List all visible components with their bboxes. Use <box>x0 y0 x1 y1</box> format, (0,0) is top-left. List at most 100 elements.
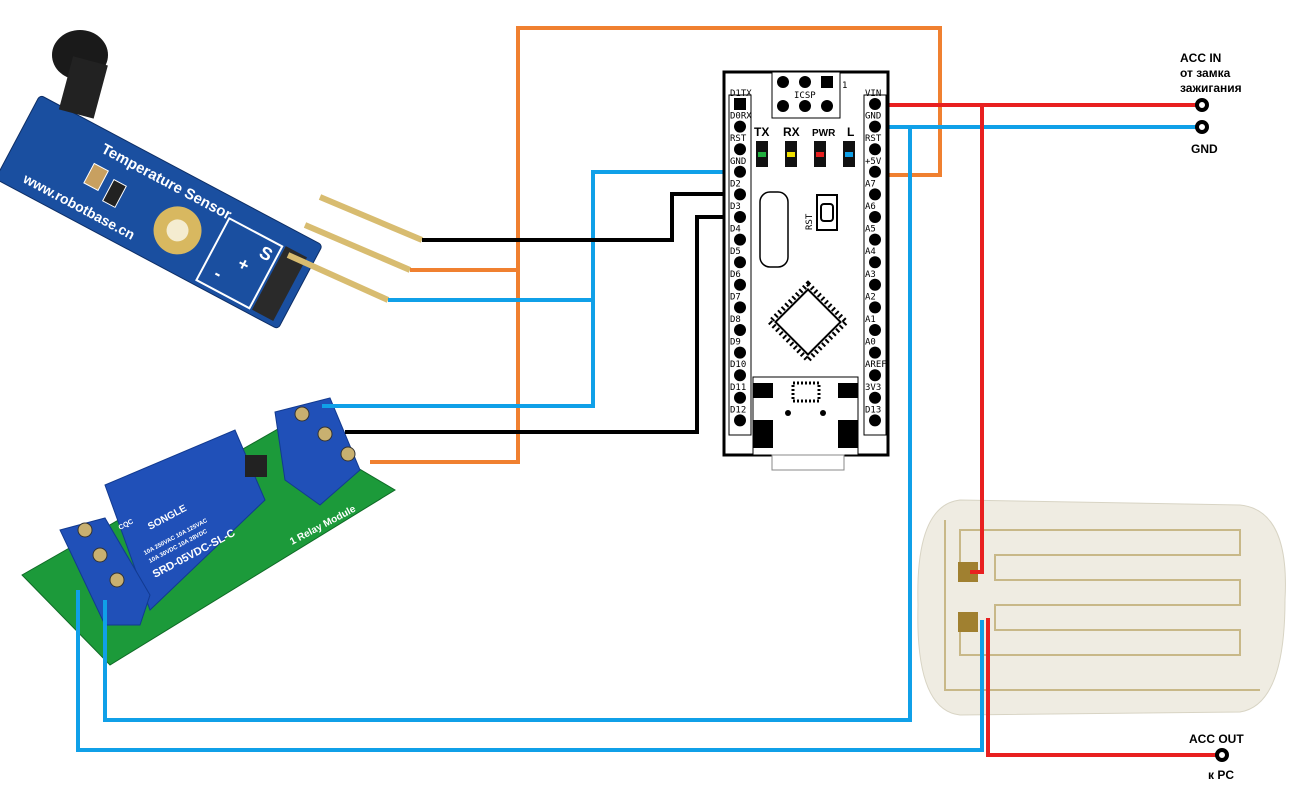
pin-label: D4 <box>730 225 741 235</box>
pin-left-d3[interactable] <box>734 211 746 223</box>
icsp-label: ICSP <box>794 91 816 101</box>
pin-right-a5[interactable] <box>869 233 881 246</box>
pin-left-d5[interactable] <box>734 256 746 269</box>
wire-relay-out-1 <box>103 127 912 722</box>
pin-label: D0RX <box>730 112 752 122</box>
pin-left-d8[interactable] <box>734 324 746 336</box>
wire-acc-out <box>986 618 1220 757</box>
wire-sensor-signal <box>422 192 740 242</box>
pin-left-d0rx[interactable] <box>734 120 746 133</box>
pin-right-a4[interactable] <box>869 256 881 269</box>
acc-in-title: ACC IN <box>1180 51 1221 65</box>
pin-left-gnd[interactable] <box>734 165 746 178</box>
led-label-rx: RX <box>783 125 800 139</box>
pin-label: GND <box>865 112 881 122</box>
pin-right-a6[interactable] <box>869 211 881 223</box>
pin-left-rst[interactable] <box>734 143 746 156</box>
led-pwr-icon <box>816 152 824 157</box>
pin-label: A4 <box>865 247 876 257</box>
acc-in-node <box>1195 98 1209 112</box>
led-rx-icon <box>787 152 795 157</box>
pin-left-d7[interactable] <box>734 301 746 314</box>
arduino-nano: ICSP 1 RST TX RX PWR L D1TX D0RX RST GND D2D3D4… <box>722 70 890 471</box>
gnd-title: GND <box>1191 142 1218 156</box>
wire-relay-out-2 <box>76 590 984 752</box>
relay-input-terminal <box>274 397 361 506</box>
pin-label: D7 <box>730 292 741 302</box>
gnd-node <box>1195 120 1209 134</box>
pin-label: A0 <box>865 338 876 348</box>
pin-label: +5V <box>865 157 882 167</box>
wire-vcc-bus <box>370 26 942 464</box>
pin-right-a1[interactable] <box>869 324 881 336</box>
led-tx-icon <box>758 152 766 157</box>
pin-label: D3 <box>730 202 741 212</box>
pin-label: A2 <box>865 292 876 302</box>
acc-out-terminal: ACC OUT к PC <box>1189 732 1244 782</box>
reset-label: RST <box>805 213 815 230</box>
pin-right-a3[interactable] <box>869 278 881 291</box>
temperature-sensor-module: Temperature Sensor www.robotbase.cn - + … <box>0 30 424 329</box>
pin-label: A3 <box>865 270 876 280</box>
pin-left-d11[interactable] <box>734 391 746 404</box>
heating-element <box>917 499 1286 716</box>
acc-out-title: ACC OUT <box>1189 732 1244 746</box>
pin-right-gnd[interactable] <box>869 120 881 133</box>
pin-label: AREF <box>865 360 887 370</box>
pin-label: A6 <box>865 202 876 212</box>
pin-right-5v[interactable] <box>869 165 881 178</box>
pin-d1tx[interactable] <box>734 98 746 110</box>
acc-in-subtitle-1: от замка <box>1180 66 1231 80</box>
led-label-tx: TX <box>754 125 769 139</box>
wire-gnd-bus <box>322 170 740 408</box>
pin-left-d2[interactable] <box>734 188 746 201</box>
pin-right-rst[interactable] <box>869 143 881 156</box>
pin-label: 3V3 <box>865 383 881 393</box>
pin-label: RST <box>865 134 882 144</box>
pin-label: D1TX <box>730 89 752 99</box>
pin-label: D11 <box>730 383 746 393</box>
pin-label: D13 <box>865 405 881 415</box>
wires <box>76 26 1220 757</box>
pin-left-d9[interactable] <box>734 346 746 359</box>
pin-right-a0[interactable] <box>869 346 881 359</box>
acc-out-subtitle: к PC <box>1208 768 1234 782</box>
relay-module: SONGLE 10A 250VAC 10A 125VAC 10A 30VDC 1… <box>21 397 396 666</box>
mcu-chip-icon <box>774 288 842 356</box>
pin-label: D12 <box>730 405 746 415</box>
pin-label: RST <box>730 134 747 144</box>
acc-in-terminal: ACC IN от замка зажигания <box>1180 51 1242 112</box>
acc-out-node <box>1215 748 1229 762</box>
usb-port <box>771 454 845 471</box>
pin-right-a7[interactable] <box>869 188 881 201</box>
pin-label: D5 <box>730 247 741 257</box>
pin-label: A7 <box>865 179 876 189</box>
led-label-pwr: PWR <box>812 128 836 139</box>
pin-left-d10[interactable] <box>734 369 746 382</box>
pin-right-a2[interactable] <box>869 301 881 314</box>
wire-relay-signal <box>345 215 740 434</box>
relay-output-terminal <box>59 517 151 626</box>
icsp-pin1-label: 1 <box>842 81 847 91</box>
pin-label: D6 <box>730 270 741 280</box>
pin-label: VIN <box>865 89 881 99</box>
pin-label: D10 <box>730 360 746 370</box>
led-label-l: L <box>847 125 854 139</box>
acc-in-subtitle-2: зажигания <box>1180 81 1242 95</box>
pin-right-aref[interactable] <box>869 369 881 382</box>
pin-right-vin[interactable] <box>869 98 881 110</box>
pin-label: D8 <box>730 315 741 325</box>
gnd-terminal: GND <box>1191 120 1218 156</box>
wire-acc-heater <box>970 105 984 574</box>
pin-label: GND <box>730 157 746 167</box>
pin-label: D9 <box>730 338 741 348</box>
pin-label: D2 <box>730 179 741 189</box>
pin-left-d12[interactable] <box>734 414 746 427</box>
pin-right-d13[interactable] <box>869 414 881 427</box>
pin-left-d6[interactable] <box>734 278 746 291</box>
pin-label: A1 <box>865 315 876 325</box>
pin-label: A5 <box>865 225 876 235</box>
pin-left-d4[interactable] <box>734 233 746 246</box>
pin-right-3v3[interactable] <box>869 391 881 404</box>
